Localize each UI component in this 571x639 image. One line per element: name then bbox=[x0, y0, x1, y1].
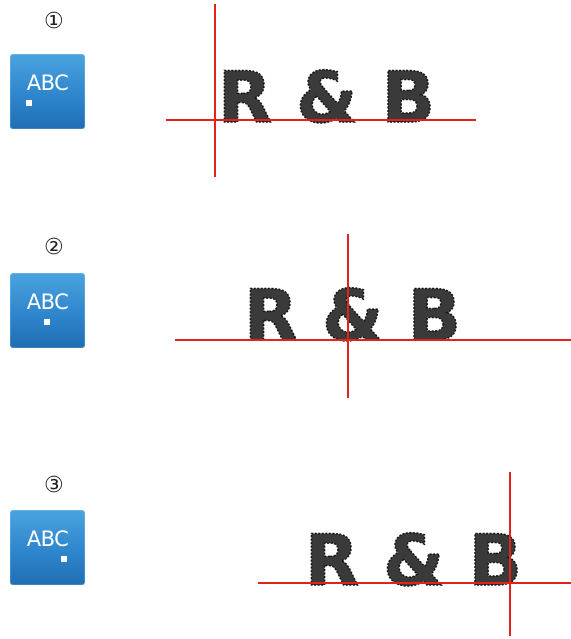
step-number: ① bbox=[44, 9, 64, 34]
step-number: ② bbox=[44, 235, 64, 260]
baseline-point-marker bbox=[61, 556, 67, 562]
stitched-text: R & B bbox=[244, 275, 461, 357]
stitched-text: R & B bbox=[305, 520, 522, 602]
step-number: ③ bbox=[44, 473, 64, 498]
baseline-point-marker bbox=[44, 319, 50, 325]
baseline-point-marker bbox=[26, 100, 32, 106]
icon-label: ABC bbox=[26, 290, 69, 314]
align-right-icon: ABC bbox=[10, 510, 85, 585]
align-center-icon: ABC bbox=[10, 273, 85, 348]
icon-label: ABC bbox=[26, 71, 69, 95]
stitched-text: R & B bbox=[218, 57, 435, 139]
icon-label: ABC bbox=[26, 527, 69, 551]
align-left-icon: ABC bbox=[10, 54, 85, 129]
